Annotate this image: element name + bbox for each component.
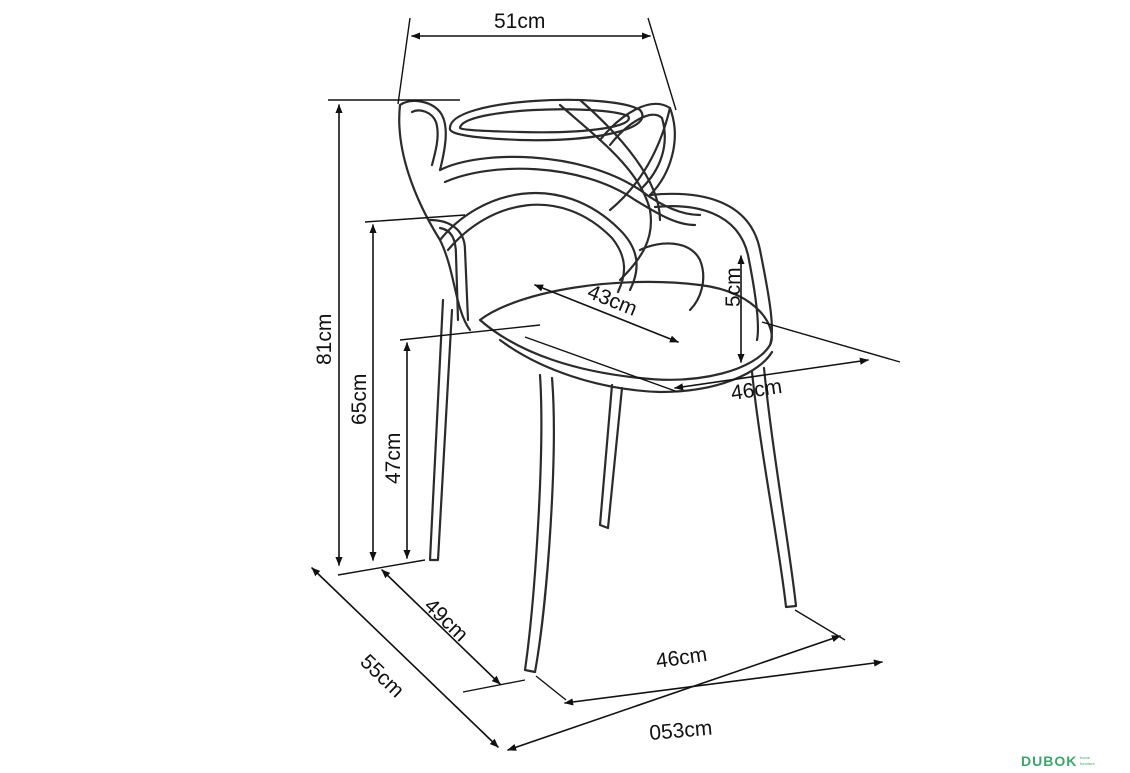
ext-seat-width-right: [761, 321, 901, 363]
watermark-tagline-1: home: [1080, 755, 1091, 760]
ext-seat-width-left: [524, 336, 679, 393]
backrest-outer-curve-right: [608, 106, 672, 212]
rear-right-leg: [598, 383, 624, 530]
brand-watermark: DUBOK home furniture: [1021, 753, 1095, 769]
right-armrest-inner: [653, 205, 760, 342]
right-armrest-outer: [648, 192, 774, 347]
dimension-lines: [311, 32, 883, 751]
ext-top-right: [647, 17, 677, 111]
dimension-labels: 51cm 81cm 65cm 47cm 43cm 5cm 46cm 49cm 5…: [313, 10, 784, 745]
watermark-tagline-2: furniture: [1080, 761, 1095, 766]
dim-line-base-width-outer: [507, 635, 841, 751]
dim-line-base-width-inner: [564, 659, 883, 706]
backrest-arc-1-inner: [443, 167, 697, 227]
front-right-leg: [750, 366, 798, 609]
backrest-arc-2-inner: [446, 203, 626, 294]
backrest-arc-1: [438, 155, 702, 217]
dim-line-seat-width: [674, 357, 869, 391]
watermark-brand: DUBOK: [1021, 753, 1077, 769]
right-armrest-loop: [638, 242, 705, 312]
extension-lines: [328, 17, 901, 701]
label-top-width: 51cm: [494, 10, 545, 33]
dim-line-base-depth-outer: [311, 567, 499, 748]
backrest-left-ear: [398, 99, 447, 172]
backrest-right-ear-inner: [608, 113, 666, 190]
chair-outline: [398, 98, 798, 674]
rear-left-leg: [428, 298, 454, 562]
dim-line-seat-depth: [534, 284, 679, 343]
ext-base-front: [462, 679, 526, 693]
backrest-top-loop: [448, 98, 644, 142]
backrest-cross-1: [558, 103, 653, 282]
label-base-depth-outer: 55cm: [356, 650, 409, 702]
ext-base-front-2: [535, 675, 567, 701]
front-left-leg: [523, 373, 555, 674]
backrest-right-ear: [598, 102, 676, 197]
ext-base-right: [794, 609, 846, 641]
backrest-top-loop-inner: [458, 108, 630, 134]
ext-seat-height: [399, 324, 541, 341]
dim-line-base-depth-inner: [381, 569, 501, 685]
label-armrest-above-seat: 5cm: [722, 267, 745, 307]
left-armrest-inner: [438, 226, 460, 322]
ext-armrest-height: [364, 214, 466, 223]
label-base-width-outer: 053cm: [648, 717, 713, 745]
label-total-height: 81cm: [313, 314, 336, 365]
ext-floor-left: [337, 559, 426, 576]
backrest-left-ear-inner: [410, 109, 439, 167]
left-armrest-outer: [428, 218, 470, 322]
label-base-depth-inner: 49cm: [420, 594, 473, 646]
label-armrest-height: 65cm: [348, 374, 371, 425]
ext-top-left: [397, 17, 411, 105]
backrest-arc-2: [438, 191, 638, 292]
label-seat-height: 47cm: [382, 433, 405, 484]
label-base-width-inner: 46cm: [654, 643, 708, 673]
